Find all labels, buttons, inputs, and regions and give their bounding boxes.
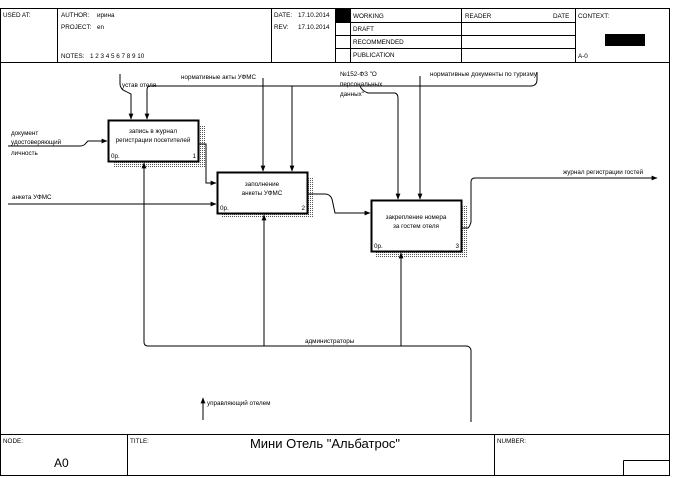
label-document-line1: документ	[11, 130, 38, 137]
project-value: en	[97, 24, 105, 31]
reader-label: READER	[465, 13, 492, 20]
context-node: A-0	[578, 53, 588, 60]
box-1-label-line2: регистрации посетителей	[116, 136, 191, 144]
label-document-line3: личность	[11, 150, 38, 157]
arrow-box1-to-box2	[198, 143, 217, 186]
arrow-box2-to-box3	[307, 193, 371, 216]
reader-date-label: DATE	[553, 13, 569, 20]
activity-box-3[interactable]: закрепление номера за гостем отеля 0р. 3	[370, 199, 469, 258]
outer-frame	[0, 8, 670, 476]
control-arrow-fz152	[359, 85, 401, 200]
box-3-frame	[370, 199, 463, 253]
node-value: A0	[54, 456, 69, 470]
label-tourism-docs: нормативные документы по туризму	[430, 71, 538, 78]
output-arrow-journal	[461, 175, 658, 229]
label-fz-line2: персональных	[340, 81, 383, 88]
label-anketa: анкета УФМС	[12, 194, 52, 201]
label-document-line2: удостоверяющий	[11, 138, 62, 146]
box-2-label-line1: заполнение	[245, 181, 280, 188]
control-arrow-ustav	[119, 74, 134, 120]
status-draft: DRAFT	[353, 26, 374, 33]
box-3-number: 3	[455, 243, 459, 250]
node-label: NODE:	[3, 438, 23, 445]
box-3-cost: 0р.	[374, 243, 383, 250]
date-label: DATE:	[274, 12, 292, 19]
label-journal: журнал регистрации гостей	[563, 168, 644, 176]
mechanism-arrow-box1	[141, 162, 472, 422]
used-at-label: USED AT:	[3, 12, 31, 19]
context-label: CONTEXT:	[578, 13, 609, 20]
activity-box-1[interactable]: запись в журнал регистрации посетителей …	[107, 119, 206, 168]
input-arrow-document	[8, 138, 108, 147]
notes-numbers: 1 2 3 4 5 6 7 8 9 10	[90, 53, 145, 60]
label-ustav: устав отеля	[122, 82, 156, 89]
label-manager: управляющий отелем	[207, 399, 271, 407]
box-2-cost: 0р.	[220, 205, 229, 212]
footer-block	[0, 434, 670, 476]
box-2-label-line2: анкеты УФМС	[242, 190, 283, 197]
status-recommended: RECOMMENDED	[353, 39, 404, 46]
label-fz-line3: данных"	[340, 91, 364, 98]
box-2-frame	[216, 171, 309, 215]
status-working: WORKING	[353, 13, 384, 20]
label-ufms-acts: нормативные акты УФМС	[181, 74, 256, 81]
box-3-label-line2: за гостем отеля	[393, 223, 439, 230]
box-3-label-line1: закрепление номера	[386, 214, 447, 221]
title-label: TITLE:	[130, 438, 149, 445]
author-value: ирина	[97, 12, 115, 19]
box-1-label-line1: запись в журнал	[129, 128, 177, 135]
box-1-frame	[107, 119, 200, 163]
rev-label: REV:	[274, 24, 289, 31]
label-admins: администраторы	[305, 338, 355, 345]
context-thumbnail	[605, 34, 645, 46]
number-label: NUMBER:	[497, 438, 526, 445]
box-2-number: 2	[301, 205, 305, 212]
activity-box-2[interactable]: заполнение анкеты УФМС 0р. 2	[216, 171, 315, 219]
box-1-cost: 0р.	[111, 153, 120, 160]
project-label: PROJECT:	[61, 24, 92, 31]
diagram-title: Мини Отель "Альбатрос"	[250, 436, 400, 451]
notes-label: NOTES:	[61, 53, 85, 60]
box-1-number: 1	[192, 153, 196, 160]
control-arrow-legal-branch-1	[144, 72, 538, 120]
author-label: AUTHOR:	[61, 12, 90, 19]
label-fz-line1: №152-ФЗ "О	[340, 71, 377, 78]
rev-value: 17.10.2014	[298, 24, 330, 31]
status-publication: PUBLICATION	[353, 52, 395, 59]
date-value: 17.10.2014	[298, 12, 330, 19]
header-block	[0, 8, 670, 63]
working-status-marker	[336, 9, 350, 22]
